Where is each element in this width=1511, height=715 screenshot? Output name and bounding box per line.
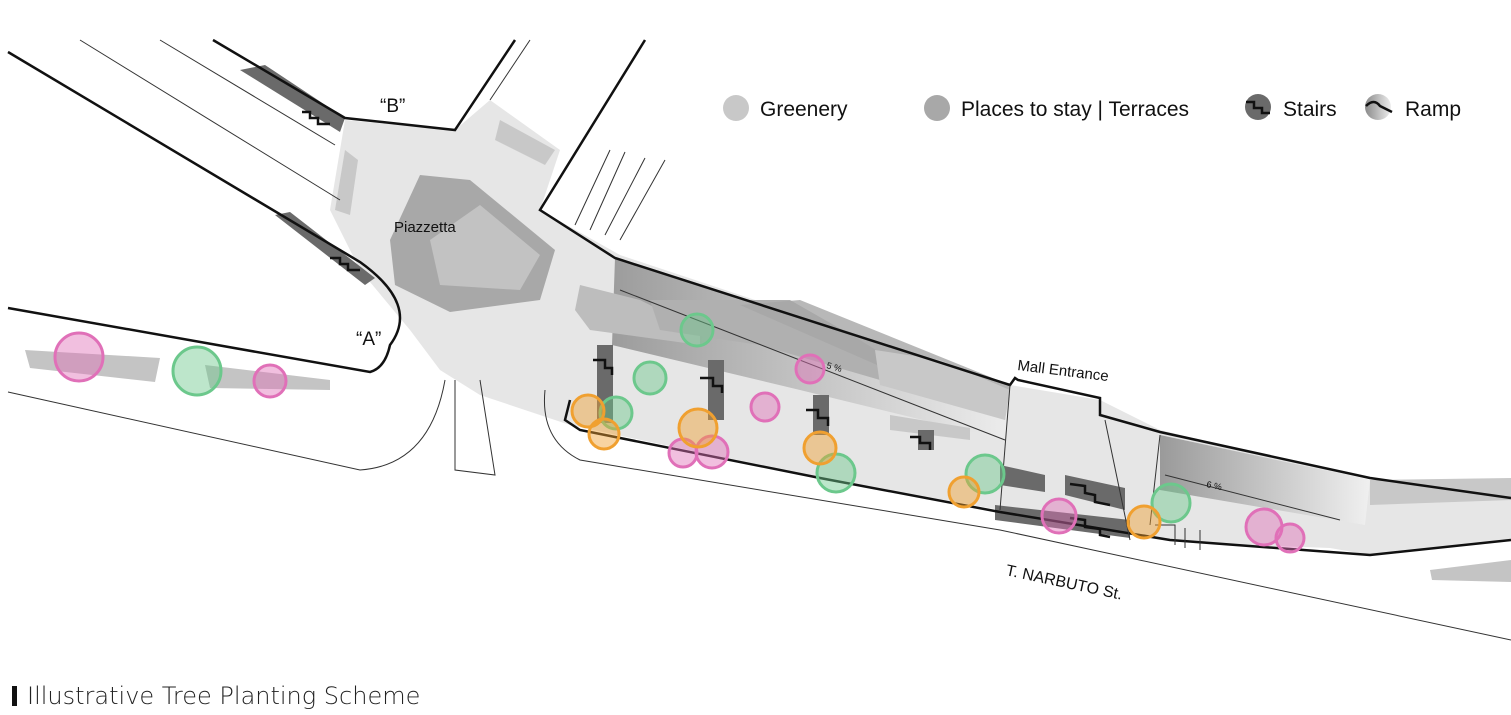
greenery-area xyxy=(335,150,358,215)
tree-pink xyxy=(53,331,1306,554)
tree-greenery xyxy=(171,312,1192,524)
label-piazzetta: Piazzetta xyxy=(394,219,456,236)
ramp-area xyxy=(1160,435,1370,525)
label-slope-5: 5 % xyxy=(825,360,843,374)
piazzetta-area xyxy=(330,100,1511,555)
label-b: “B” xyxy=(380,96,405,117)
greenery-area xyxy=(495,120,555,165)
terrace-swatch-icon xyxy=(924,95,950,121)
greenery-area xyxy=(25,350,160,382)
legend-ramp: Ramp xyxy=(1405,98,1461,121)
ramp-symbol-icon xyxy=(1365,100,1393,114)
greenery-area xyxy=(890,415,970,440)
terrace-area xyxy=(650,300,900,380)
legend-stairs: Stairs xyxy=(1283,98,1337,121)
figure-caption: Illustrative Tree Planting Scheme xyxy=(12,682,420,710)
stairs-blocks xyxy=(240,65,1130,538)
greenery-area xyxy=(205,365,330,390)
greenery-area xyxy=(1430,560,1511,582)
label-a: “A” xyxy=(356,329,381,350)
legend: Greenery Places to stay | Terraces Stair… xyxy=(723,94,1461,121)
caption-text: Illustrative Tree Planting Scheme xyxy=(27,682,421,710)
terrace-area xyxy=(430,205,540,290)
greenery-swatch-icon xyxy=(723,95,749,121)
tree-orange xyxy=(570,393,1162,540)
label-mall-entrance: Mall Entrance xyxy=(1017,357,1110,385)
legend-greenery: Greenery xyxy=(760,98,848,121)
greenery-area xyxy=(875,350,1010,420)
legend-places: Places to stay | Terraces xyxy=(961,98,1189,121)
ramp-swatch-icon xyxy=(1365,94,1391,120)
label-street: T. NARBUTO St. xyxy=(1004,562,1124,603)
stairs-symbol-icon xyxy=(1246,100,1270,115)
greenery-area xyxy=(1370,478,1511,505)
caption-marker xyxy=(12,686,17,706)
building-outlines xyxy=(7,38,1511,557)
label-slope-6: 6 % xyxy=(1206,479,1223,492)
street-lines xyxy=(7,39,1511,641)
